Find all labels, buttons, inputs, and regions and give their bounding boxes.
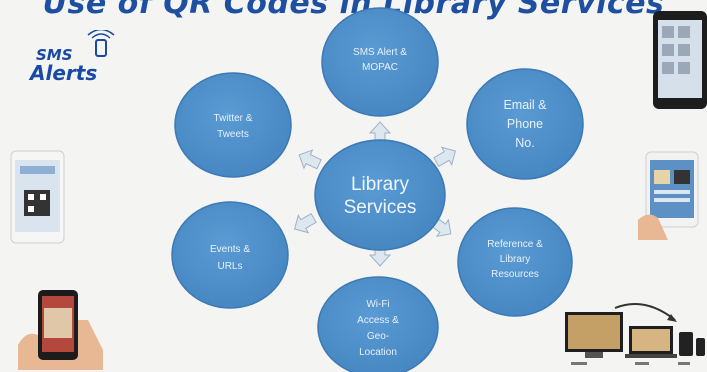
mobile-signal-icon: [87, 30, 115, 57]
node-sms-line1: SMS Alert &: [353, 47, 407, 58]
node-twitter-circle: [174, 72, 292, 178]
arrow-upper-left: [298, 149, 322, 170]
node-sms-circle: [321, 7, 439, 117]
node-wifi-line1: Wi-Fi: [366, 299, 389, 310]
arrow-upper-right: [433, 146, 457, 168]
hand-tablet-image: [638, 151, 699, 240]
tablet-qr-image: [10, 150, 65, 244]
hand-phone-image: [18, 290, 103, 370]
multi-device-image: [565, 303, 705, 365]
node-email-line1: Email &: [503, 98, 547, 112]
node-wifi-line4: Location: [359, 347, 397, 358]
node-reference-line2: Library: [500, 254, 531, 265]
tablet-app-image: [653, 11, 707, 109]
node-reference-line1: Reference &: [487, 239, 543, 250]
node-events-line2: URLs: [217, 261, 242, 272]
node-wifi-line2: Access &: [357, 315, 399, 326]
sms-alerts-logo: SMS Alerts: [30, 30, 135, 92]
node-twitter-line1: Twitter &: [214, 113, 253, 124]
node-events-line1: Events &: [210, 244, 250, 255]
arrow-up: [368, 121, 392, 141]
node-twitter-line2: Tweets: [217, 129, 249, 140]
center-line1: Library: [351, 174, 410, 195]
node-reference-circle: [457, 207, 573, 317]
node-events-circle: [171, 201, 289, 309]
arrow-lower-left: [293, 212, 317, 234]
node-email-line3: No.: [515, 136, 534, 150]
center-circle: [314, 139, 446, 251]
node-reference-line3: Resources: [491, 269, 539, 280]
center-line2: Services: [344, 197, 417, 218]
node-wifi-circle: [317, 276, 439, 372]
node-wifi-line3: Geo-: [367, 331, 389, 342]
node-email-line2: Phone: [507, 117, 543, 131]
node-sms-line2: MOPAC: [362, 62, 398, 73]
page-title: Use of QR Codes in Library Services: [42, 0, 665, 21]
sms-logo-line1: SMS: [36, 46, 73, 64]
arrow-down: [368, 247, 392, 267]
node-email-circle: [466, 68, 584, 180]
sms-logo-line2: Alerts: [30, 61, 98, 85]
